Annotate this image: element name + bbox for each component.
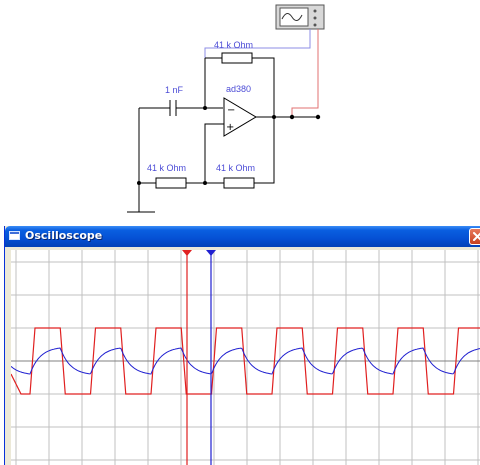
positive-feedback-resistor[interactable] bbox=[223, 177, 255, 189]
junction-dot bbox=[137, 181, 141, 185]
cursor-1-handle[interactable] bbox=[182, 250, 192, 256]
cursor-markers bbox=[182, 250, 216, 465]
window-titlebar[interactable]: Oscilloscope bbox=[5, 226, 480, 247]
positive-feedback-resistor-label: 41 k Ohm bbox=[216, 163, 255, 173]
close-icon bbox=[473, 232, 480, 241]
probe-wire-blue bbox=[204, 29, 311, 58]
capacitor[interactable] bbox=[169, 100, 177, 116]
window-title: Oscilloscope bbox=[25, 229, 103, 242]
wire bbox=[204, 58, 223, 109]
ground-resistor[interactable] bbox=[155, 177, 187, 189]
wire bbox=[254, 117, 275, 184]
feedback-resistor[interactable] bbox=[221, 52, 253, 64]
scope-display[interactable] bbox=[11, 250, 480, 465]
ground-resistor-label: 41 k Ohm bbox=[147, 163, 186, 173]
junction-dot bbox=[289, 114, 295, 120]
oscilloscope-window[interactable]: Oscilloscope bbox=[4, 226, 480, 465]
scope-grid bbox=[11, 250, 480, 465]
scope-canvas bbox=[11, 250, 480, 465]
square-wave-trace bbox=[11, 327, 480, 395]
opamp-component[interactable]: − + bbox=[223, 97, 257, 137]
triangle-wave-trace bbox=[11, 347, 480, 375]
capacitor-label: 1 nF bbox=[165, 85, 184, 95]
probe-wire-red bbox=[291, 29, 319, 116]
window-app-icon bbox=[9, 231, 20, 240]
opamp-minus-label: − bbox=[227, 105, 235, 116]
wire bbox=[252, 57, 275, 117]
circuit-schematic: 41 k Ohm 1 nF − + ad380 41 k Ohm 41 k Oh… bbox=[127, 4, 325, 213]
close-button[interactable] bbox=[469, 228, 480, 245]
wire bbox=[204, 123, 224, 183]
feedback-resistor-label: 41 k Ohm bbox=[214, 40, 253, 50]
cursor-2-handle[interactable] bbox=[206, 250, 216, 256]
junction-dot bbox=[315, 114, 321, 120]
opamp-label: ad380 bbox=[226, 84, 251, 94]
opamp-plus-label: + bbox=[226, 122, 234, 133]
oscilloscope-instrument-icon[interactable] bbox=[275, 4, 325, 30]
